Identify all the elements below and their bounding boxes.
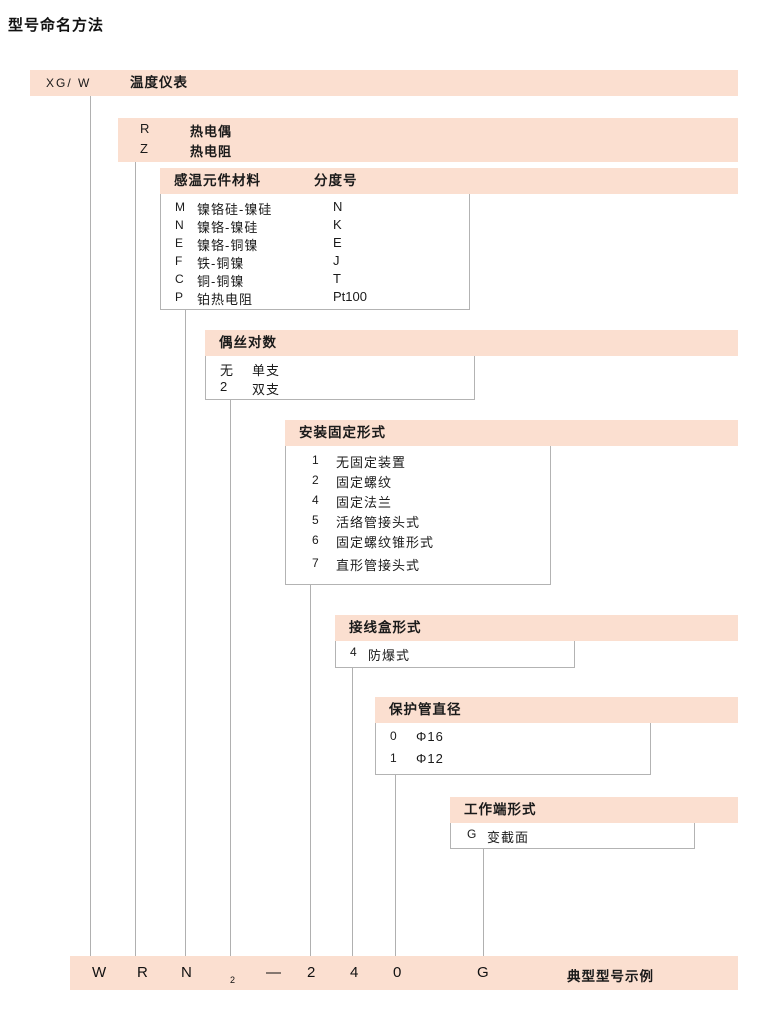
- level-working-end-box: G 变截面: [450, 823, 695, 849]
- diameter-code-1: 1: [390, 751, 397, 765]
- connector-element: [185, 310, 186, 956]
- connector-series: [90, 96, 91, 956]
- mounting-name-5: 直形管接头式: [336, 558, 421, 573]
- level-type-code-1: Z: [140, 141, 148, 156]
- element-code-5: P: [175, 290, 184, 304]
- level-element-band: 感温元件材料 分度号: [160, 168, 738, 194]
- level-mounting-header: 安装固定形式: [299, 425, 386, 440]
- pairs-name-0: 单支: [252, 363, 281, 378]
- level-type-name-1: 热电阻: [190, 144, 233, 159]
- mounting-name-3: 活络管接头式: [336, 515, 421, 530]
- mounting-code-0: 1: [312, 453, 319, 467]
- level-diameter-box: 0 Φ16 1 Φ12: [375, 723, 651, 775]
- level-diameter-band: 保护管直径: [375, 697, 738, 723]
- level-mounting-box: 1 无固定装置 2 固定螺纹 4 固定法兰 5 活络管接头式 6 固定螺纹锥形式…: [285, 446, 551, 585]
- element-grade-3: J: [333, 253, 340, 268]
- junction-name-0: 防爆式: [368, 648, 411, 663]
- example-char-0: W: [92, 964, 108, 981]
- level-junction-box: 4 防爆式: [335, 641, 575, 668]
- example-char-1: R: [137, 964, 149, 981]
- mounting-name-4: 固定螺纹锥形式: [336, 535, 435, 550]
- element-grade-4: T: [333, 271, 341, 286]
- element-material-0: 镍铬硅-镍硅: [197, 202, 273, 217]
- level-pairs-header: 偶丝对数: [219, 335, 277, 350]
- element-grade-1: K: [333, 217, 342, 232]
- element-code-4: C: [175, 272, 184, 286]
- example-char-5: 4: [350, 964, 360, 981]
- mounting-name-1: 固定螺纹: [336, 475, 393, 490]
- mounting-code-3: 5: [312, 513, 319, 527]
- element-material-3: 铁-铜镍: [197, 256, 245, 271]
- example-subscript: 2: [230, 975, 236, 985]
- mounting-code-5: 7: [312, 556, 319, 570]
- example-char-6: 0: [393, 964, 403, 981]
- pairs-name-1: 双支: [252, 382, 281, 397]
- element-grade-0: N: [333, 199, 343, 214]
- connector-type: [135, 162, 136, 956]
- example-char-4: 2: [307, 964, 317, 981]
- connector-working-end: [483, 849, 484, 956]
- level-series-code: XG/ W: [46, 76, 92, 90]
- connector-mounting: [310, 585, 311, 956]
- example-label: 典型型号示例: [567, 969, 654, 984]
- connector-pairs: [230, 400, 231, 956]
- working-end-name-0: 变截面: [487, 830, 530, 845]
- element-material-1: 镍铬-镍硅: [197, 220, 259, 235]
- level-working-end-header: 工作端形式: [464, 802, 537, 817]
- page-title: 型号命名方法: [8, 17, 105, 34]
- mounting-code-2: 4: [312, 493, 319, 507]
- diameter-name-1: Φ12: [416, 751, 444, 766]
- level-mounting-band: 安装固定形式: [285, 420, 738, 446]
- junction-code-0: 4: [350, 645, 357, 659]
- level-type-name-0: 热电偶: [190, 124, 233, 139]
- mounting-name-2: 固定法兰: [336, 495, 393, 510]
- level-diameter-header: 保护管直径: [389, 702, 462, 717]
- element-grade-5: Pt100: [333, 289, 367, 304]
- level-series-name: 温度仪表: [130, 75, 188, 90]
- mounting-code-4: 6: [312, 533, 319, 547]
- connector-junction: [352, 668, 353, 956]
- element-code-2: E: [175, 236, 184, 250]
- level-element-header-grade: 分度号: [314, 173, 358, 188]
- level-pairs-box: 无 单支 2 双支: [205, 356, 475, 400]
- level-pairs-band: 偶丝对数: [205, 330, 738, 356]
- pairs-code-1: 2: [220, 379, 228, 394]
- level-type-code-0: R: [140, 121, 150, 136]
- element-code-1: N: [175, 218, 184, 232]
- element-code-3: F: [175, 254, 183, 268]
- pairs-code-0: 无: [220, 363, 234, 378]
- level-junction-header: 接线盒形式: [349, 620, 422, 635]
- example-char-7: G: [477, 964, 490, 981]
- diameter-name-0: Φ16: [416, 729, 444, 744]
- diameter-code-0: 0: [390, 729, 397, 743]
- level-element-box: M 镍铬硅-镍硅 N N 镍铬-镍硅 K E 镍铬-铜镍 E F 铁-铜镍 J …: [160, 194, 470, 310]
- mounting-name-0: 无固定装置: [336, 455, 407, 470]
- level-element-header-material: 感温元件材料: [174, 173, 261, 188]
- element-material-2: 镍铬-铜镍: [197, 238, 259, 253]
- element-material-4: 铜-铜镍: [197, 274, 245, 289]
- element-code-0: M: [175, 200, 185, 214]
- mounting-code-1: 2: [312, 473, 319, 487]
- connector-diameter: [395, 775, 396, 956]
- level-series-band: XG/ W 温度仪表: [30, 70, 738, 96]
- level-type-band: R 热电偶 Z 热电阻: [118, 118, 738, 162]
- element-grade-2: E: [333, 235, 342, 250]
- element-material-5: 铂热电阻: [197, 292, 254, 307]
- example-bar: W R N 2 — 2 4 0 G 典型型号示例: [70, 956, 738, 990]
- example-char-3: —: [266, 964, 282, 981]
- level-junction-band: 接线盒形式: [335, 615, 738, 641]
- example-char-2: N: [181, 964, 193, 981]
- working-end-code-0: G: [467, 827, 477, 841]
- level-working-end-band: 工作端形式: [450, 797, 738, 823]
